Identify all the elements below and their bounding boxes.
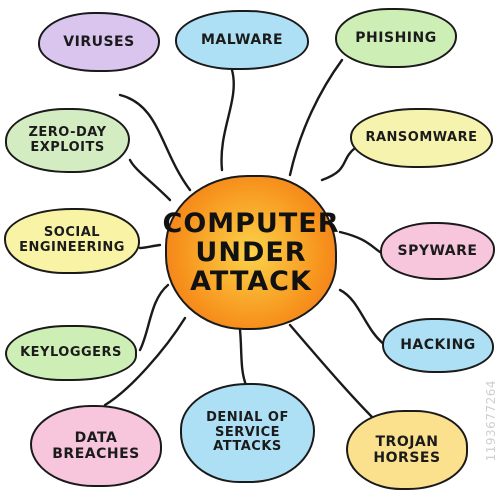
central-node: COMPUTER UNDER ATTACK [162,175,340,330]
node-data-breaches: DATA BREACHES [30,405,162,487]
node-phishing: PHISHING [335,8,457,68]
node-social-engineering: SOCIAL ENGINEERING [4,208,140,274]
node-label: TROJAN HORSES [373,433,441,466]
node-spyware: SPYWARE [380,222,495,280]
node-hacking: HACKING [382,318,494,373]
node-label: PHISHING [355,29,437,46]
node-malware: MALWARE [175,10,309,70]
node-label: VIRUSES [63,33,135,50]
connector-phishing [288,58,344,177]
connector-spyware [338,230,382,254]
node-label: SPYWARE [397,242,478,259]
connector-keyloggers [138,283,170,352]
node-keyloggers: KEYLOGGERS [5,325,137,381]
node-ransomware: RANSOMWARE [350,108,493,168]
connector-malware [220,68,235,172]
connector-zero-day [128,158,172,202]
connector-hacking [338,288,387,347]
node-label: KEYLOGGERS [20,344,122,360]
node-zero-day-exploits: ZERO-DAY EXPLOITS [5,108,130,173]
node-denial-of-service-attacks: DENIAL OF SERVICE ATTACKS [180,383,315,483]
stock-id-watermark: 1193677264 [484,380,498,462]
node-label: DATA BREACHES [52,429,140,462]
node-viruses: VIRUSES [38,12,160,72]
connector-data-breaches [103,316,187,407]
node-label: ZERO-DAY EXPLOITS [28,124,107,155]
central-node-label: COMPUTER UNDER ATTACK [162,207,340,298]
connector-viruses [118,93,192,192]
node-label: MALWARE [200,31,284,48]
node-label: SOCIAL ENGINEERING [19,225,125,255]
node-label: DENIAL OF SERVICE ATTACKS [206,409,289,455]
connector-trojan [288,323,377,422]
node-label: HACKING [400,337,476,354]
connector-ransomware [320,146,357,182]
connector-dos [238,328,248,387]
node-trojan-horses: TROJAN HORSES [346,410,468,490]
connector-social [138,243,162,250]
node-label: RANSOMWARE [365,129,478,145]
